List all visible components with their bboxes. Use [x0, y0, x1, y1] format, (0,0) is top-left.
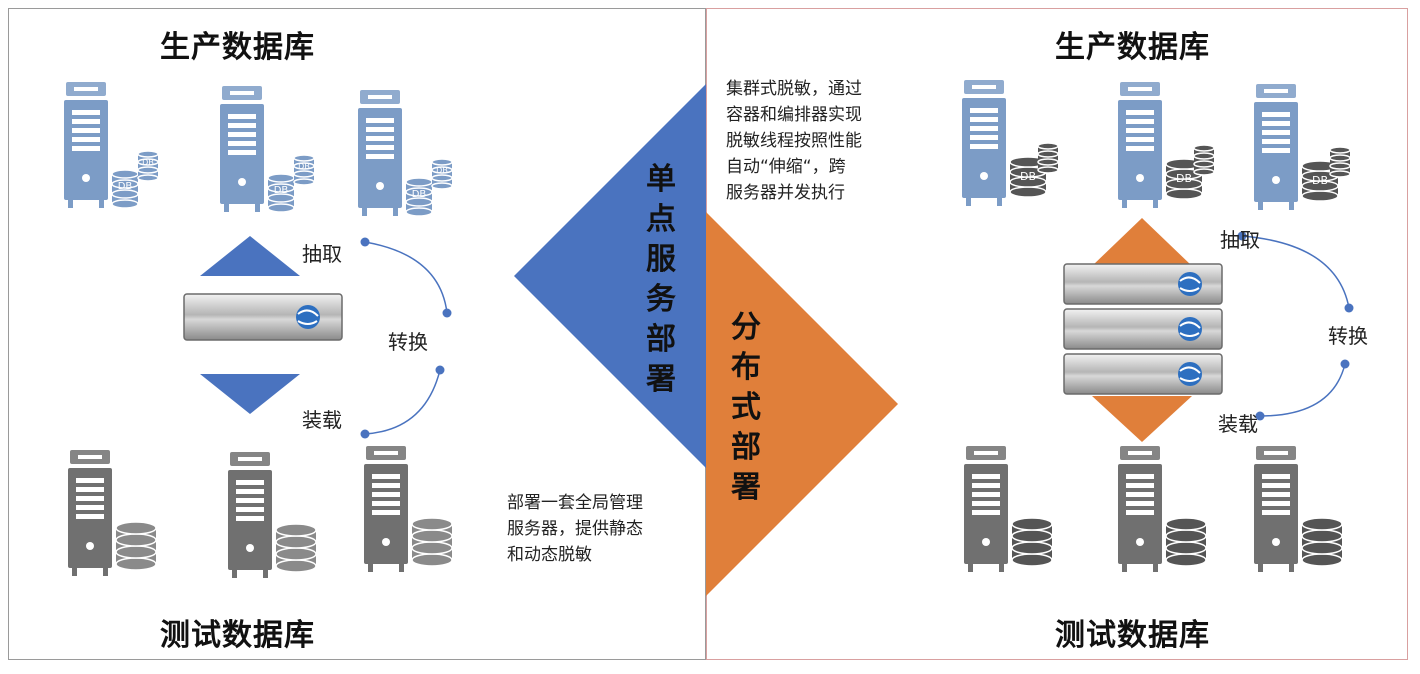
left-test-server-icon — [68, 450, 157, 576]
left-production-server-icon: DB DB — [358, 90, 453, 217]
db-badge: DB — [274, 185, 289, 196]
left-step-transform: 转换 — [388, 330, 428, 354]
left-test-server-icon — [228, 452, 317, 578]
right-step-extract: 抽取 — [1220, 228, 1260, 252]
right-production-title: 生产数据库 — [1055, 30, 1210, 65]
left-step-load: 装载 — [302, 408, 342, 432]
left-description: 部署一套全局管理 服务器，提供静态 和动态脱敏 — [507, 493, 643, 565]
db-badge: DB — [142, 158, 154, 167]
db-badge: DB — [298, 162, 310, 171]
right-production-server-icon: DB — [1118, 82, 1215, 208]
right-production-server-icon: DB — [1254, 84, 1351, 210]
left-production-title: 生产数据库 — [160, 30, 315, 65]
right-test-server-icon — [1254, 446, 1343, 572]
left-production-server-icon: DB DB — [64, 82, 159, 209]
single-deployment-label: 单点服务部署 — [646, 162, 676, 397]
right-rack-server-icon — [1063, 308, 1223, 350]
right-test-server-icon — [1118, 446, 1207, 572]
left-test-title: 测试数据库 — [160, 618, 315, 653]
right-rack-server-icon — [1063, 263, 1223, 305]
right-up-arrow-icon — [1092, 218, 1192, 266]
right-rack-server-icon — [1063, 353, 1223, 395]
right-down-arrow-icon — [1092, 396, 1192, 442]
left-down-arrow-icon — [200, 374, 300, 414]
left-production-server-icon: DB DB — [220, 86, 315, 213]
distributed-deployment-arrow-icon — [706, 212, 898, 596]
left-rack-server-icon — [183, 293, 343, 341]
left-flow-line — [360, 237, 452, 439]
db-badge: DB — [1176, 172, 1192, 185]
db-badge: DB — [118, 181, 133, 192]
db-badge: DB — [436, 166, 448, 175]
left-test-server-icon — [364, 446, 453, 572]
right-production-server-icon: DB — [962, 80, 1059, 206]
single-deployment-arrow-icon — [514, 84, 706, 468]
db-badge: DB — [412, 189, 427, 200]
right-test-title: 测试数据库 — [1055, 618, 1210, 653]
left-step-extract: 抽取 — [302, 242, 342, 266]
right-test-server-icon — [964, 446, 1053, 572]
right-step-transform: 转换 — [1328, 324, 1368, 348]
db-badge: DB — [1020, 170, 1036, 183]
right-flow-line — [1237, 231, 1354, 421]
left-up-arrow-icon — [200, 236, 300, 276]
distributed-deployment-label: 分布式部署 — [731, 310, 761, 505]
right-description: 集群式脱敏，通过 容器和编排器实现 脱敏线程按照性能 自动“伸缩“，跨 服务器并… — [726, 79, 862, 203]
db-badge: DB — [1312, 174, 1328, 187]
right-step-load: 装载 — [1218, 412, 1258, 436]
